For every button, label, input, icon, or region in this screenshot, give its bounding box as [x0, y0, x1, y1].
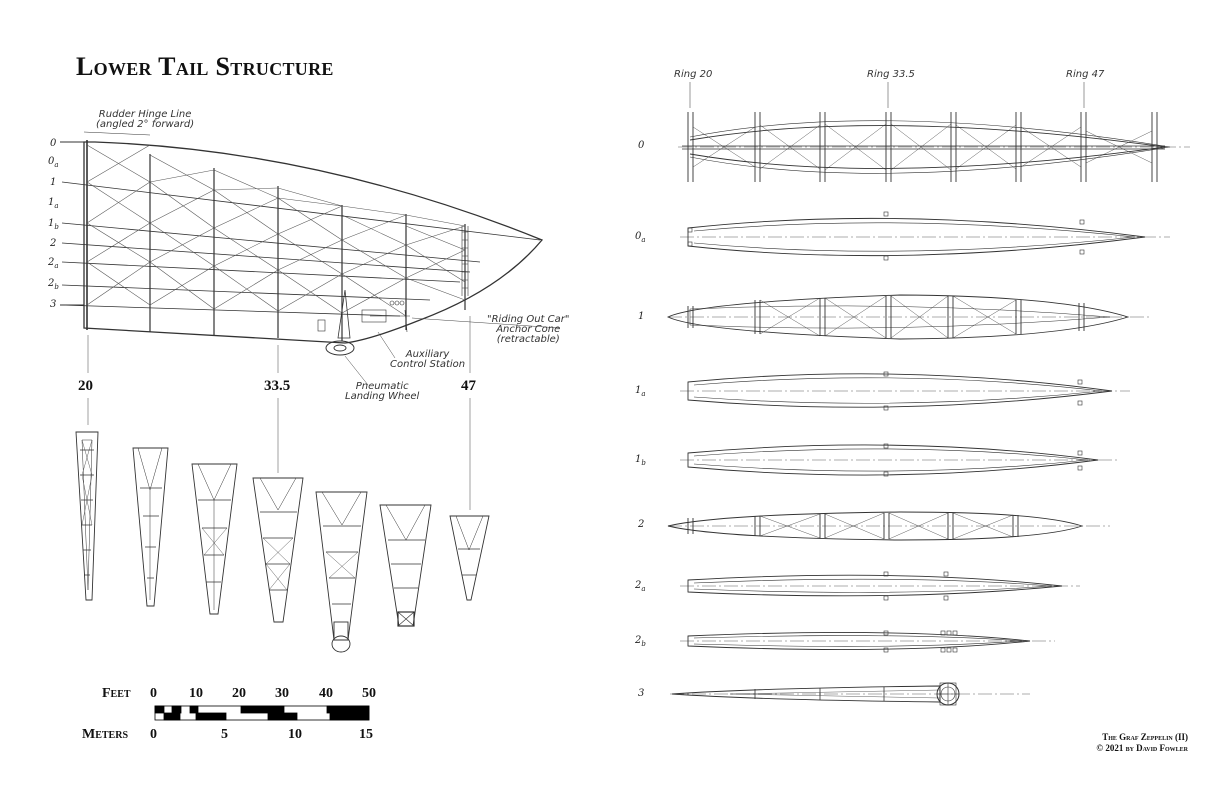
- cross-bracing: [86, 144, 466, 317]
- ring-frames: [149, 154, 466, 341]
- scale-meters-tick-10: 10: [288, 727, 302, 742]
- waterline-label-3: 3: [50, 299, 57, 310]
- scale-feet-tick-40: 40: [319, 686, 333, 701]
- scale-feet-tick-0: 0: [150, 686, 157, 701]
- plan-section-2b: [680, 630, 1055, 653]
- waterline-label-2: 2: [50, 238, 57, 249]
- rudder-hinge-line-text: Rudder Hinge Line: [98, 109, 192, 120]
- rudder-hinge-line-label: Rudder Hinge Line (angled 2° forward): [96, 110, 194, 130]
- section-label-1a: 1a: [635, 385, 646, 398]
- plan-section-1: [666, 294, 1150, 340]
- waterline-label-2a: 2a: [48, 257, 59, 270]
- plan-section-3: [670, 682, 1030, 706]
- aux-control-station-side: [317, 300, 410, 333]
- waterline-label-2b: 2b: [48, 278, 59, 291]
- ring-47-label: Ring 47: [1066, 69, 1105, 80]
- credit-title: The Graf Zeppelin (II): [1102, 732, 1188, 742]
- waterline-label-0: 0: [50, 138, 57, 149]
- ring-section-33-5: [252, 477, 304, 623]
- section-label-0a: 0a: [635, 231, 646, 244]
- waterline-label-1b: 1b: [48, 218, 59, 231]
- section-label-2b: 2b: [635, 635, 646, 648]
- scale-feet-tick-20: 20: [232, 686, 246, 701]
- ring-section-20: [75, 431, 99, 601]
- riding-out-car-callout: "Riding Out Car" Anchor Cone (retractabl…: [487, 314, 570, 345]
- landing-wheel-callout: Pneumatic Landing Wheel: [345, 381, 420, 402]
- section-label-1: 1: [638, 311, 645, 322]
- ring-section-47: [449, 515, 490, 601]
- ring-section-wheel: [315, 491, 368, 653]
- scale-meters-label: Meters: [82, 727, 129, 742]
- scale-feet-tick-50: 50: [362, 686, 376, 701]
- scale-feet-tick-30: 30: [275, 686, 289, 701]
- ring-20-label: Ring 20: [674, 69, 713, 80]
- scale-feet-tick-10: 10: [189, 686, 203, 701]
- section-label-0: 0: [638, 140, 645, 151]
- plan-section-1b: [680, 443, 1120, 477]
- waterline-label-0a: 0a: [48, 156, 59, 169]
- waterline-label-1: 1: [50, 177, 57, 188]
- plan-section-2a: [680, 571, 1080, 601]
- waterline-grid: [61, 181, 541, 317]
- plan-landing-wheel: [936, 682, 960, 706]
- scale-meters-tick-0: 0: [150, 727, 157, 742]
- plan-section-1a: [680, 371, 1130, 411]
- credit-block: The Graf Zeppelin (II) © 2021 by David F…: [1096, 732, 1188, 754]
- ring-section-6: [379, 504, 432, 627]
- ring-number-47: 47: [461, 378, 476, 394]
- section-label-1b: 1b: [635, 454, 646, 467]
- credit-copyright: © 2021 by David Fowler: [1096, 743, 1188, 753]
- ring-number-33-5: 33.5: [264, 378, 291, 394]
- plan-section-0a: [680, 211, 1170, 261]
- access-ladder: [461, 226, 469, 296]
- section-label-2a: 2a: [635, 580, 646, 593]
- waterline-label-1a: 1a: [48, 197, 59, 210]
- section-label-3: 3: [638, 688, 645, 699]
- ring-section-3: [191, 463, 238, 615]
- section-label-2: 2: [638, 519, 645, 530]
- plan-section-2: [667, 511, 1110, 541]
- scale-meters-tick-15: 15: [359, 727, 373, 742]
- plan-section-0: [678, 112, 1190, 182]
- rudder-hinge-note-text: (angled 2° forward): [96, 119, 195, 130]
- fin-outline: [83, 141, 544, 344]
- aux-control-callout: Auxiliary Control Station: [390, 349, 466, 370]
- landing-wheel-side: [325, 289, 355, 356]
- ring-number-20: 20: [78, 378, 93, 394]
- ring-section-2: [132, 447, 169, 607]
- scale-feet-label: Feet: [102, 686, 131, 701]
- scale-meters-tick-5: 5: [221, 727, 228, 742]
- ring-33-5-label: Ring 33.5: [867, 69, 915, 80]
- page-title: Lower Tail Structure: [76, 52, 334, 81]
